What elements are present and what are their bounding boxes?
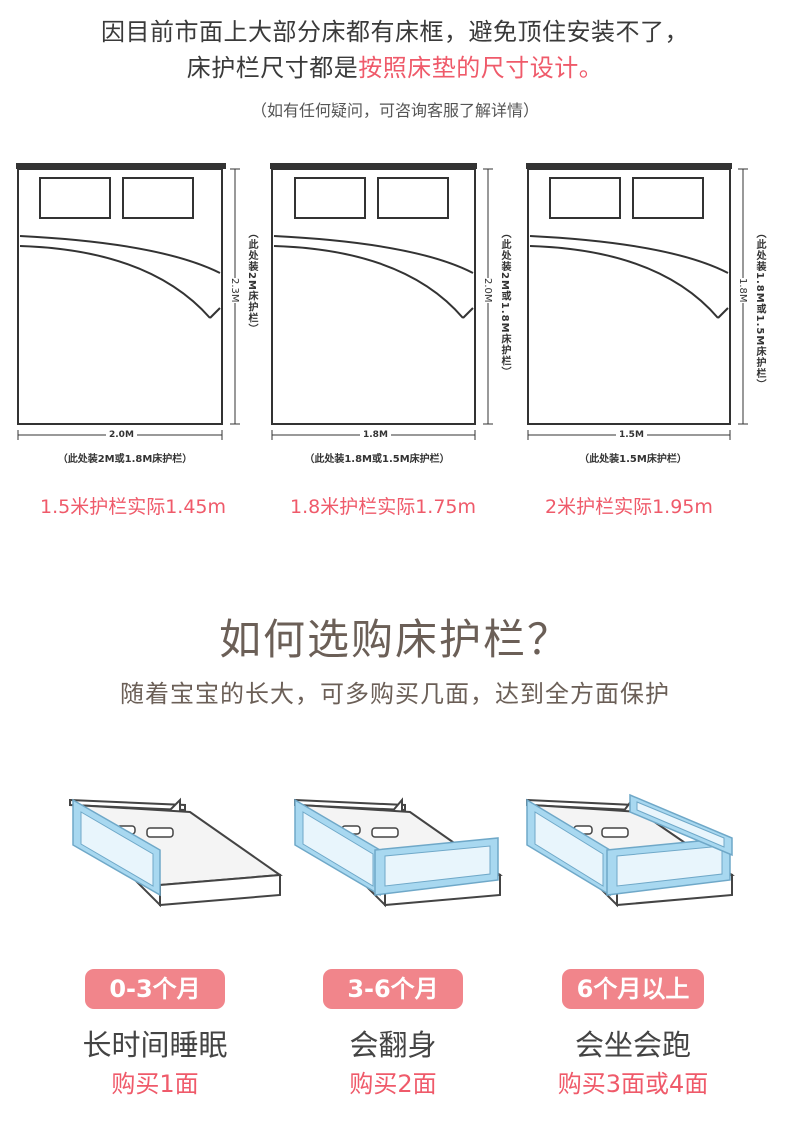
bed-size-diagram-3: 1.5M 1.8M （此处装1.8M或1.5M床护栏） （此处装1.5M床护栏） xyxy=(520,158,770,468)
bed-illustration xyxy=(294,797,503,908)
bed-size-diagram-2: 1.8M 2.0M （此处装2M或1.8M床护栏） （此处装1.8M或1.5M床… xyxy=(265,158,515,468)
height-label: 2.0M xyxy=(482,278,493,303)
bottom-caption: （此处装1.5M床护栏） xyxy=(579,454,687,465)
bed-illustration xyxy=(526,793,735,908)
bed-with-one-rail xyxy=(65,790,285,940)
bottom-caption: （此处装2M或1.8M床护栏） xyxy=(57,454,193,465)
actual-size-1: 1.5米护栏实际1.45m xyxy=(40,496,227,518)
bed-topview-drawing xyxy=(16,163,240,440)
side-caption: （此处装2M床护栏） xyxy=(246,228,257,335)
side-caption: （此处装2M或1.8M床护栏） xyxy=(499,228,510,378)
age-badge-2: 3-6个月 xyxy=(323,969,463,1009)
age-badge-1: 0-3个月 xyxy=(85,969,225,1009)
height-label: 1.8M xyxy=(737,278,748,303)
intro-line-2-normal: 床护栏尺寸都是 xyxy=(186,54,359,82)
width-label: 2.0M xyxy=(106,430,137,440)
buy-recommendation-3: 购买3面或4面 xyxy=(557,1070,709,1098)
bed-with-three-rails xyxy=(522,790,742,940)
intro-line-2: 床护栏尺寸都是按照床垫的尺寸设计。 xyxy=(0,48,790,83)
bed-illustration xyxy=(69,797,283,908)
section-title: 如何选购床护栏？ xyxy=(218,615,571,664)
consult-note: （如有任何疑问，可咨询客服了解详情） xyxy=(250,101,539,120)
buy-recommendation-2: 购买2面 xyxy=(349,1070,437,1098)
stage-label-3: 会坐会跑 xyxy=(574,1028,691,1062)
bed-with-two-rails xyxy=(290,790,510,940)
bed-topview-drawing xyxy=(526,163,748,440)
height-label: 2.3M xyxy=(229,278,240,303)
intro-line-1: 因目前市面上大部分床都有床框，避免顶住安装不了， xyxy=(101,18,689,46)
section-subtitle: 随着宝宝的长大，可多购买几面，达到全方面保护 xyxy=(120,680,670,708)
bottom-caption: （此处装1.8M或1.5M床护栏） xyxy=(304,454,450,465)
age-badge-3: 6个月以上 xyxy=(562,969,704,1009)
intro-line-2-highlight: 按照床垫的尺寸设计。 xyxy=(358,54,604,82)
stage-label-2: 会翻身 xyxy=(349,1028,437,1062)
bed-topview-drawing xyxy=(270,163,493,440)
buy-recommendation-1: 购买1面 xyxy=(111,1070,199,1098)
width-label: 1.5M xyxy=(616,430,647,440)
bed-size-diagram-1: 2.0M 2.3M （此处装2M床护栏） （此处装2M或1.8M床护栏） xyxy=(10,158,260,468)
actual-size-3: 2米护栏实际1.95m xyxy=(545,496,713,518)
stage-label-1: 长时间睡眠 xyxy=(82,1028,228,1062)
actual-size-2: 1.8米护栏实际1.75m xyxy=(290,496,477,518)
side-caption: （此处装1.8M或1.5M床护栏） xyxy=(754,228,765,391)
width-label: 1.8M xyxy=(360,430,391,440)
